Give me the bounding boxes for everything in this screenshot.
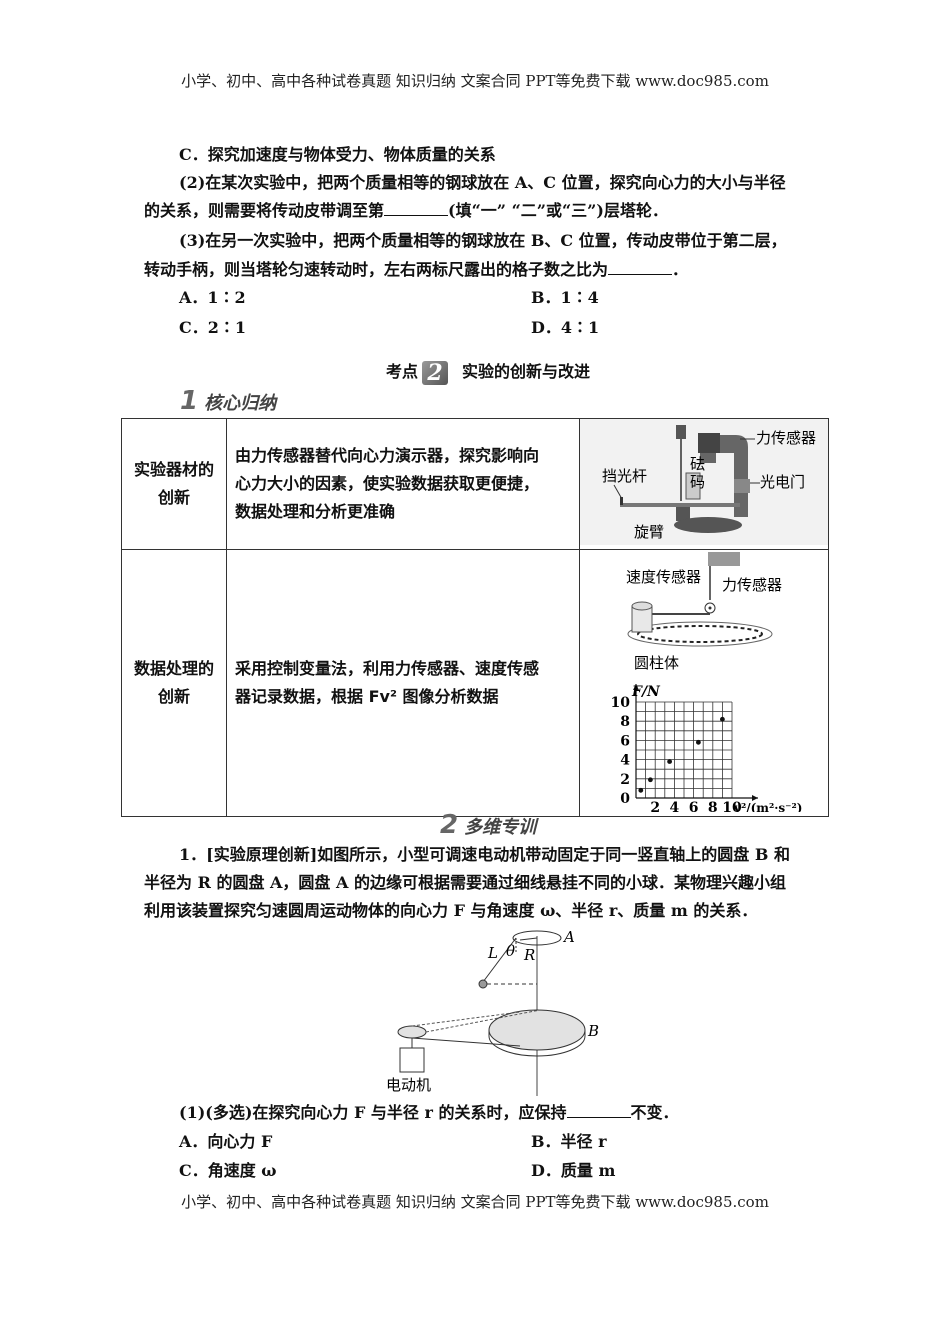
page-header: 小学、初中、高中各种试卷真题 知识归纳 文案合同 PPT等免费下载 www.do… xyxy=(181,72,769,90)
x-axis-arrow xyxy=(751,795,758,801)
y-tick-label: 6 xyxy=(620,733,630,749)
x-tick-label: 2 xyxy=(650,800,660,812)
y-tick-label: 0 xyxy=(620,791,630,807)
label-r: R xyxy=(523,946,535,964)
label-shade-rod: 挡光杆 xyxy=(602,467,647,485)
data-point xyxy=(719,716,725,722)
option-d: D．4∶1 xyxy=(531,318,600,337)
label-weight-2: 码 xyxy=(690,473,705,491)
data-point xyxy=(695,739,701,745)
q1-sub1: (1)(多选)在探究向心力 F 与半径 r 的关系时，应保持不变． xyxy=(179,1103,679,1122)
row-label: 实验器材的创新 xyxy=(120,418,228,550)
page-footer: 小学、初中、高中各种试卷真题 知识归纳 文案合同 PPT等免费下载 www.do… xyxy=(181,1193,769,1211)
data-point xyxy=(667,759,672,764)
option-c: C．2∶1 xyxy=(179,318,247,337)
x-tick-label: 4 xyxy=(670,800,680,812)
label-arm: 旋臂 xyxy=(634,523,664,541)
option-b: B．1∶4 xyxy=(531,288,599,307)
answer-blank[interactable] xyxy=(566,1103,631,1118)
y-tick-label: 10 xyxy=(611,695,631,711)
q1-option-c: C．角速度 ω xyxy=(179,1161,277,1180)
y-tick-label: 8 xyxy=(620,714,630,730)
row-desc: 采用控制变量法，利用力传感器、速度传感器记录数据，根据 Fv² 图像分析数据 xyxy=(226,549,580,817)
q1-option-b: B．半径 r xyxy=(531,1132,607,1151)
innovation-table: 实验器材的创新 由力传感器替代向心力演示器，探究影响向心力大小的因素，使实验数据… xyxy=(120,418,830,817)
table-row: 实验器材的创新 由力传感器替代向心力演示器，探究影响向心力大小的因素，使实验数据… xyxy=(120,418,830,550)
y-axis-arrow xyxy=(632,684,639,690)
q3-line2: 转动手柄，则当塔轮匀速转动时，左右两标尺露出的格子数之比为． xyxy=(144,260,689,279)
label-b: B xyxy=(587,1022,599,1040)
y-tick-label: 4 xyxy=(620,753,630,769)
x-tick-label: 6 xyxy=(689,800,699,812)
figure-cell: 力传感器 砝 码 挡光杆 光电门 旋臂 xyxy=(578,418,830,550)
sensor-apparatus-figure: 力传感器 砝 码 挡光杆 光电门 旋臂 xyxy=(579,419,828,545)
label-speed-sensor: 速度传感器 xyxy=(626,568,701,586)
label-cylinder: 圆柱体 xyxy=(634,654,679,672)
section-badge: 2 xyxy=(422,360,449,385)
q1-option-a: A．向心力 F xyxy=(179,1132,273,1151)
answer-blank[interactable] xyxy=(608,260,673,275)
q3-line1: (3)在另一次实验中，把两个质量相等的钢球放在 B、C 位置，传动皮带位于第二层… xyxy=(179,231,787,250)
answer-blank[interactable] xyxy=(384,201,449,216)
q2-line1: (2)在某次实验中，把两个质量相等的钢球放在 A、C 位置，探究向心力的大小与半… xyxy=(179,173,786,192)
x-tick-label: 8 xyxy=(708,800,718,812)
data-point xyxy=(638,787,644,793)
q1-line2: 半径为 R 的圆盘 A，圆盘 A 的边缘可根据需要通过细线悬挂不同的小球．某物理… xyxy=(144,873,786,892)
label-force-sensor-2: 力传感器 xyxy=(722,576,782,594)
label-a: A xyxy=(562,928,575,946)
row-desc: 由力传感器替代向心力演示器，探究影响向心力大小的因素，使实验数据获取更便捷，数据… xyxy=(226,418,580,550)
q1-line1: 1．[实验原理创新]如图所示，小型可调速电动机带动固定于同一竖直轴上的圆盘 B … xyxy=(179,845,790,864)
data-point xyxy=(647,777,653,783)
label-theta: θ xyxy=(506,942,515,960)
row-label: 数据处理的创新 xyxy=(120,549,228,817)
x-axis-label: v²/(m²·s⁻²) xyxy=(733,801,802,812)
q2-line2: 的关系，则需要将传动皮带调至第(填“一” “二”或“三”)层塔轮． xyxy=(144,201,668,220)
y-axis-label: F/N xyxy=(631,684,661,700)
option-c-prev: C．探究加速度与物体受力、物体质量的关系 xyxy=(179,145,496,164)
table-row: 数据处理的创新 采用控制变量法，利用力传感器、速度传感器记录数据，根据 Fv² … xyxy=(120,549,830,817)
label-photogate: 光电门 xyxy=(760,473,805,491)
label-weight-1: 砝 xyxy=(690,455,705,473)
label-motor: 电动机 xyxy=(386,1076,431,1094)
label-l: L xyxy=(487,944,498,962)
label-force-sensor: 力传感器 xyxy=(756,429,816,447)
y-tick-label: 2 xyxy=(620,772,630,788)
q1-option-d: D．质量 m xyxy=(531,1161,616,1180)
q1-line3: 利用该装置探究匀速圆周运动物体的向心力 F 与角速度 ω、半径 r、质量 m 的… xyxy=(144,901,758,920)
motor-disc-figure: A B L θ R 电动机 xyxy=(386,928,599,1096)
option-a: A．1∶2 xyxy=(179,288,246,307)
